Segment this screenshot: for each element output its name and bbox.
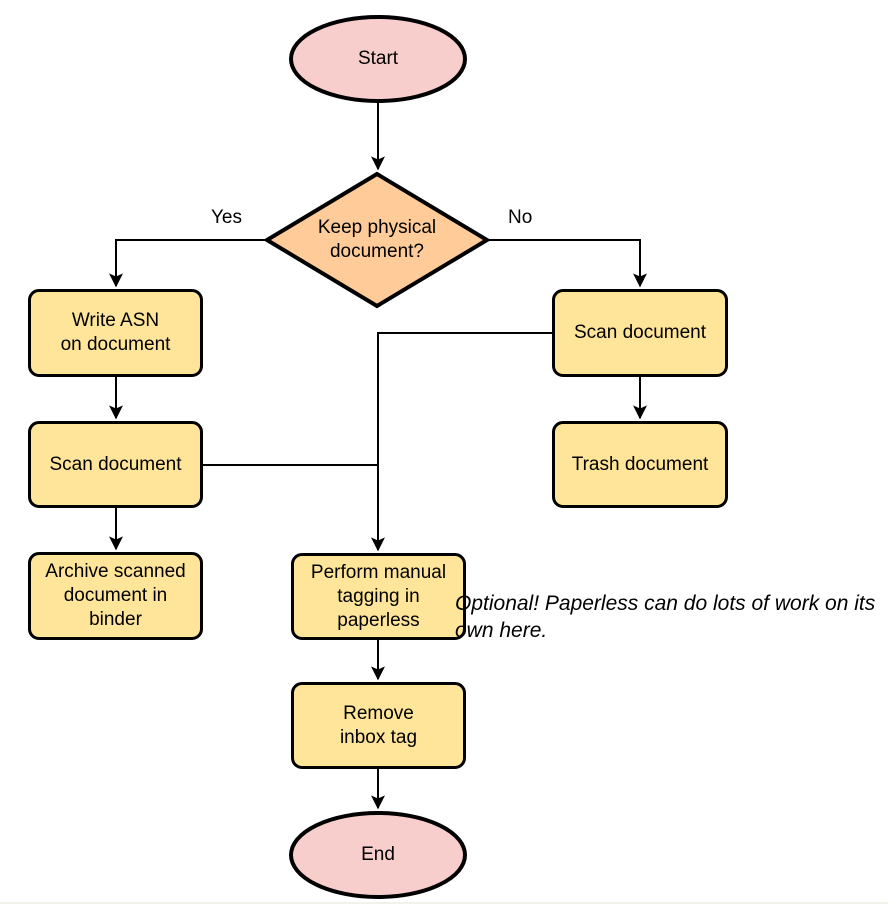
process-remove-inbox-tag: Remove inbox tag [291,682,466,769]
decision-diamond-shape [263,171,491,309]
process-archive-binder: Archive scanned document in binder [28,552,203,640]
process-write-asn: Write ASN on document [28,289,203,377]
end-terminator-shape [289,811,467,899]
yes-edge-label: Yes [211,207,242,228]
bottom-divider [0,902,888,904]
process-manual-tagging: Perform manual tagging in paperless [291,553,466,640]
end-terminator: End [361,844,395,865]
edge-scan-right-tagging [371,332,552,552]
optional-note-text: Optional! Paperless can do lots of work … [455,592,876,642]
no-edge-label: No [508,207,533,228]
edge-decision-yes-write-asn [109,239,266,288]
process-trash-document: Trash document [552,421,728,508]
process-scan-document-left: Scan document [28,421,203,508]
decision-diamond: Keep physical document? [317,217,437,262]
start-terminator: Start [357,48,399,69]
edge-decision-no-scan-right [488,239,647,288]
process-scan-document-right: Scan document [552,289,728,377]
start-terminator-shape [289,15,467,103]
